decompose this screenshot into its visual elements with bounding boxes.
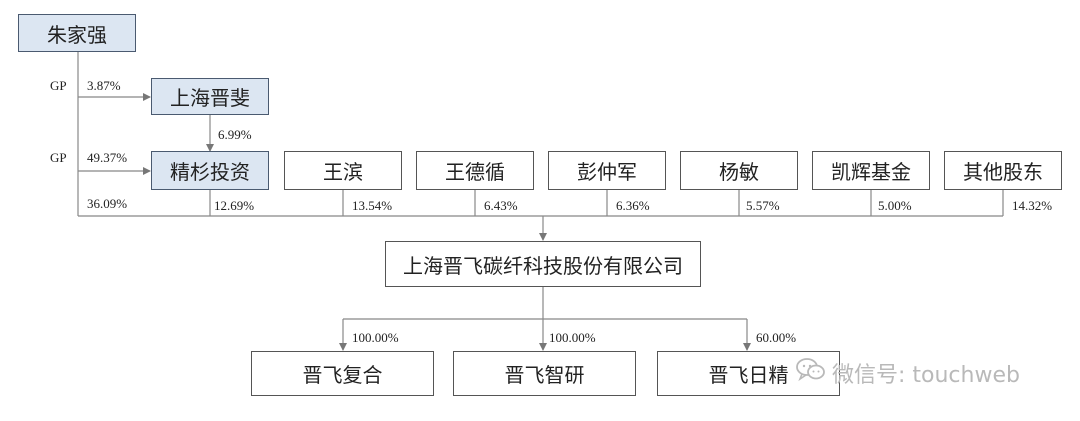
node-jingshan-touzi: 精杉投资 [151, 151, 269, 190]
watermark-text: 微信号: touchweb [832, 363, 1020, 388]
node-kaihui-jijin: 凯辉基金 [812, 151, 930, 190]
watermark: 微信号: touchweb [796, 355, 1020, 391]
edge-label-jingshan-company: 12.69% [214, 198, 255, 213]
edge-label-zhu-jingshan: 49.37% [87, 150, 128, 165]
edge-label-jinfei-jingshan: 6.99% [218, 127, 252, 142]
node-company: 上海晋飞碳纤科技股份有限公司 [385, 241, 701, 287]
node-wang-bin: 王滨 [284, 151, 402, 190]
node-peng-zhongjun: 彭仲军 [548, 151, 666, 190]
edge-label-kaihui-company: 5.00% [878, 198, 912, 213]
node-jinfei-fuhe: 晋飞复合 [251, 351, 434, 396]
edge-label-company-rizhu: 60.00% [756, 330, 797, 345]
wechat-icon [796, 357, 826, 389]
edge-label-company-fuhe: 100.00% [352, 330, 399, 345]
node-zhu-jiaqiang: 朱家强 [18, 14, 136, 52]
gp-label: GP [50, 150, 67, 165]
edge-label-wangbin-company: 13.54% [352, 198, 393, 213]
edge-label-wangdexun-company: 6.43% [484, 198, 518, 213]
edge-label-yangmin-company: 5.57% [746, 198, 780, 213]
edge-label-zhu-jinfei: 3.87% [87, 78, 121, 93]
node-qita-gudong: 其他股东 [944, 151, 1062, 190]
gp-label: GP [50, 78, 67, 93]
node-jinfei-zhiyan: 晋飞智研 [453, 351, 636, 396]
edge-label-qita-company: 14.32% [1012, 198, 1053, 213]
edge-label-pengzhongjun-company: 6.36% [616, 198, 650, 213]
node-yang-min: 杨敏 [680, 151, 798, 190]
edge-label-zhu-company: 36.09% [87, 196, 128, 211]
node-shanghai-jinfei: 上海晋斐 [151, 78, 269, 115]
node-wang-dexun: 王德循 [416, 151, 534, 190]
edge-label-company-zhiyan: 100.00% [549, 330, 596, 345]
